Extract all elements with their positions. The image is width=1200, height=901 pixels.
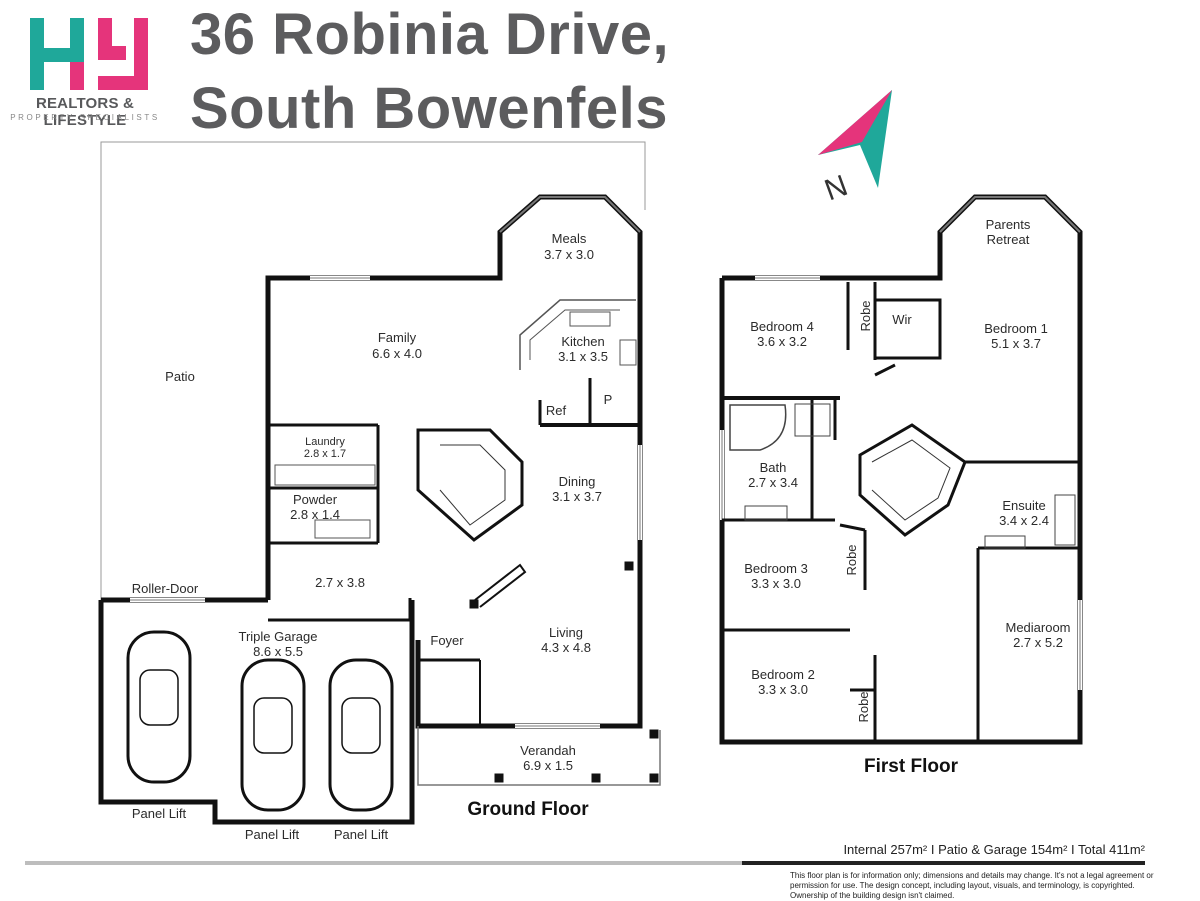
room-living-dims: 4.3 x 4.8 (541, 640, 591, 655)
room-meals-name: Meals (552, 231, 587, 246)
area-summary: Internal 257m² I Patio & Garage 154m² I … (843, 842, 1145, 857)
company-logo (18, 10, 168, 125)
room-family-dims: 6.6 x 4.0 (372, 346, 422, 361)
room-ensuite-dims: 3.4 x 2.4 (999, 513, 1049, 528)
logo-name: REALTORS & LIFESTYLE (35, 95, 135, 129)
room-robe3-name: Robe (844, 544, 859, 575)
room-dining-name: Dining (559, 474, 596, 489)
room-ensuite-name: Ensuite (1002, 498, 1045, 513)
room-retreat-name: Parents (986, 217, 1031, 232)
compass-icon: N (818, 90, 892, 207)
room-living-name: Living (549, 625, 583, 640)
ground-floor-title: Ground Floor (467, 799, 589, 820)
room-family-name: Family (378, 330, 417, 345)
car-icon (126, 630, 394, 812)
room-wir-name: Wir (892, 312, 912, 327)
room-bath-dims: 2.7 x 3.4 (748, 475, 798, 490)
address-line-2: South Bowenfels (190, 76, 668, 141)
first-floor-plan (719, 194, 1083, 745)
room-media-name: Mediaroom (1005, 620, 1070, 635)
panel-lift-label-3: Panel Lift (334, 827, 389, 842)
room-laundry-dims: 2.8 x 1.7 (304, 448, 346, 460)
room-bed2-name: Bedroom 2 (751, 667, 815, 682)
room-bed1-name: Bedroom 1 (984, 321, 1048, 336)
room-dining-dims: 3.1 x 3.7 (552, 489, 602, 504)
room-bed1-dims: 5.1 x 3.7 (991, 336, 1041, 351)
room-meals-dims: 3.7 x 3.0 (544, 247, 594, 262)
room-kitchen-dims: 3.1 x 3.5 (558, 349, 608, 364)
room-verandah-name: Verandah (520, 743, 576, 758)
panel-lift-label-2: Panel Lift (245, 827, 300, 842)
room-kitchen-name: Kitchen (561, 334, 604, 349)
room-media-dims: 2.7 x 5.2 (1013, 635, 1063, 650)
first-floor-title: First Floor (864, 756, 959, 777)
room-robe4-name: Robe (858, 300, 873, 331)
ground-floor-plan (98, 141, 661, 825)
disclaimer-text: This floor plan is for information only;… (790, 871, 1154, 900)
room-powder-dims: 2.8 x 1.4 (290, 507, 340, 522)
room-foyer-name: Foyer (430, 633, 464, 648)
room-bed4-dims: 3.6 x 3.2 (757, 334, 807, 349)
room-garage-dims: 8.6 x 5.5 (253, 644, 303, 659)
room-retreat-name-2: Retreat (987, 232, 1030, 247)
logo-mark-icon (30, 18, 148, 90)
logo-tagline: PROPERTY SPECIALISTS (10, 113, 160, 122)
room-powder-name: Powder (293, 492, 338, 507)
room-bed4-name: Bedroom 4 (750, 319, 814, 334)
room-bath-name: Bath (760, 460, 787, 475)
compass-label: N (820, 169, 852, 207)
roller-door-label: Roller-Door (132, 581, 199, 596)
room-bed2-dims: 3.3 x 3.0 (758, 682, 808, 697)
room-pantry-name: P (604, 392, 613, 407)
room-bed3-name: Bedroom 3 (744, 561, 808, 576)
room-robe2-name: Robe (856, 691, 871, 722)
room-ref-name: Ref (546, 403, 567, 418)
address-line-1: 36 Robinia Drive, (190, 2, 670, 67)
room-bed3-dims: 3.3 x 3.0 (751, 576, 801, 591)
room-laundry-name: Laundry (305, 436, 345, 448)
room-study-dims: 2.7 x 3.8 (315, 575, 365, 590)
room-patio-name: Patio (165, 369, 195, 384)
room-verandah-dims: 6.9 x 1.5 (523, 758, 573, 773)
room-garage-name: Triple Garage (239, 629, 318, 644)
panel-lift-label-1: Panel Lift (132, 806, 187, 821)
